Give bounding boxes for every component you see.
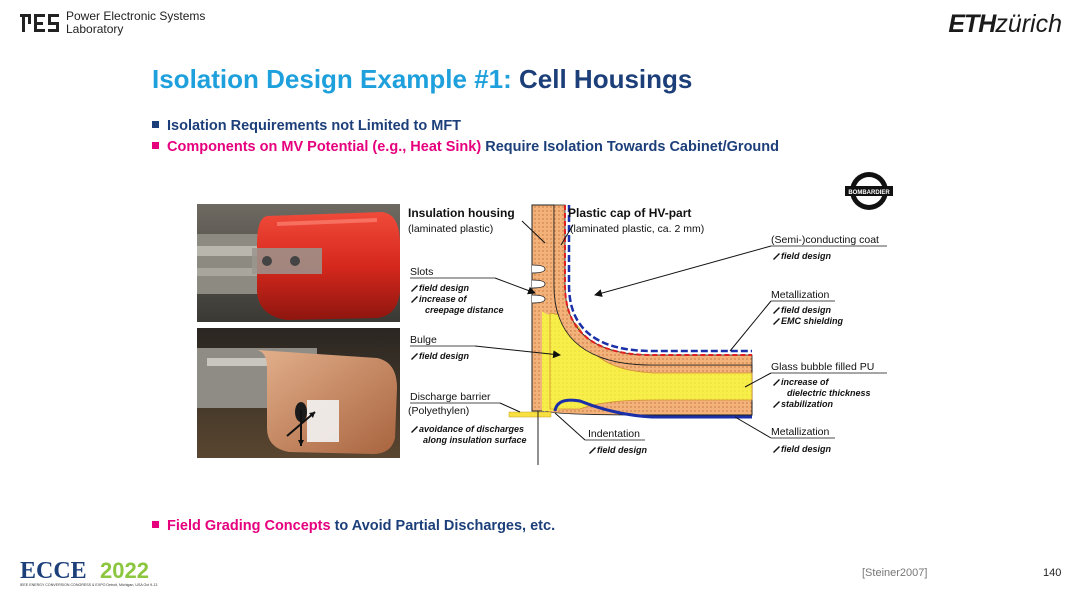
label-metallization-bottom: Metallization	[771, 426, 830, 438]
bullet-3-highlight: Field Grading Concepts	[167, 518, 331, 534]
note-semi-coat: field design	[781, 251, 832, 261]
note-glass-1: increase of	[781, 377, 830, 387]
note-slots-1: field design	[419, 283, 470, 293]
note-metallization-top-1: field design	[781, 305, 832, 315]
note-slots-2: increase of	[419, 294, 468, 304]
bullet-square-icon	[152, 521, 159, 528]
bullet-3-text: to Avoid Partial Discharges, etc.	[334, 518, 556, 534]
bullet-1-text: Isolation Requirements not Limited to MF…	[167, 118, 462, 134]
note-discharge-1: avoidance of discharges	[419, 424, 524, 434]
label-metallization-top: Metallization	[771, 289, 830, 301]
eth-zurich-logo: ETHzürich	[948, 10, 1062, 39]
label-slots: Slots	[410, 266, 433, 278]
label-discharge-barrier: Discharge barrier	[410, 391, 491, 403]
label-indentation: Indentation	[588, 428, 640, 440]
note-glass-2: dielectric thickness	[787, 388, 871, 398]
bullet-1: Isolation Requirements not Limited to MF…	[152, 118, 461, 134]
lab-name-line1: Power Electronic Systems	[66, 9, 206, 23]
bullet-2: Components on MV Potential (e.g., Heat S…	[152, 139, 779, 155]
slide-title-part2: Cell Housings	[519, 64, 693, 94]
bombardier-logo: BOMBARDIER	[845, 172, 893, 210]
bullet-square-icon	[152, 121, 159, 128]
ecce-2022-logo: ECCE 2022 IEEE ENERGY CONVERSION CONGRES…	[20, 558, 157, 587]
label-plastic-cap-sub: (laminated plastic, ca. 2 mm)	[570, 223, 704, 235]
bombardier-text: BOMBARDIER	[848, 190, 890, 196]
label-insulation-housing: Insulation housing	[408, 206, 515, 220]
note-metallization-bottom: field design	[781, 444, 832, 454]
page-number: 140	[1043, 567, 1062, 579]
isolation-diagram: BOMBARDIER Insulation housing (laminated…	[408, 172, 893, 465]
pen-icon	[411, 253, 780, 454]
bullet-3: Field Grading Concepts to Avoid Partial …	[152, 518, 555, 534]
ecce-subtitle: IEEE ENERGY CONVERSION CONGRESS & EXPO D…	[20, 583, 157, 587]
photo-copper-cell-housing	[197, 328, 400, 458]
note-glass-3: stabilization	[781, 399, 834, 409]
label-bulge: Bulge	[410, 334, 437, 346]
label-plastic-cap: Plastic cap of HV-part	[568, 206, 691, 220]
bullet-2-text: Require Isolation Towards Cabinet/Ground	[485, 139, 779, 155]
eth-logo-rest: zürich	[995, 10, 1062, 38]
ecce-logo-text: ECCE	[20, 558, 87, 584]
bullet-2-highlight: Components on MV Potential (e.g., Heat S…	[167, 139, 482, 155]
ecce-logo-year: 2022	[100, 558, 149, 583]
lab-name: Power Electronic Systems Laboratory	[66, 10, 205, 36]
slide-title-part1: Isolation Design Example #1:	[152, 64, 512, 94]
lab-name-line2: Laboratory	[66, 22, 124, 36]
label-semi-coat: (Semi-)conducting coat	[771, 234, 879, 246]
note-metallization-top-2: EMC shielding	[781, 316, 844, 326]
label-glass-bubble: Glass bubble filled PU	[771, 361, 874, 373]
eth-logo-bold: ETH	[948, 10, 996, 38]
note-bulge: field design	[419, 351, 470, 361]
label-insulation-housing-sub: (laminated plastic)	[408, 223, 493, 235]
photo-red-cell-housing	[197, 204, 400, 322]
note-discharge-2: along insulation surface	[423, 435, 527, 445]
note-slots-3: creepage distance	[425, 305, 504, 315]
citation: [Steiner2007]	[862, 567, 928, 579]
note-indentation: field design	[597, 445, 648, 455]
pes-logo-icon	[20, 14, 59, 32]
label-discharge-barrier-sub: (Polyethylen)	[408, 405, 469, 417]
bullet-square-icon	[152, 142, 159, 149]
slide-title: Isolation Design Example #1: Cell Housin…	[152, 64, 692, 95]
